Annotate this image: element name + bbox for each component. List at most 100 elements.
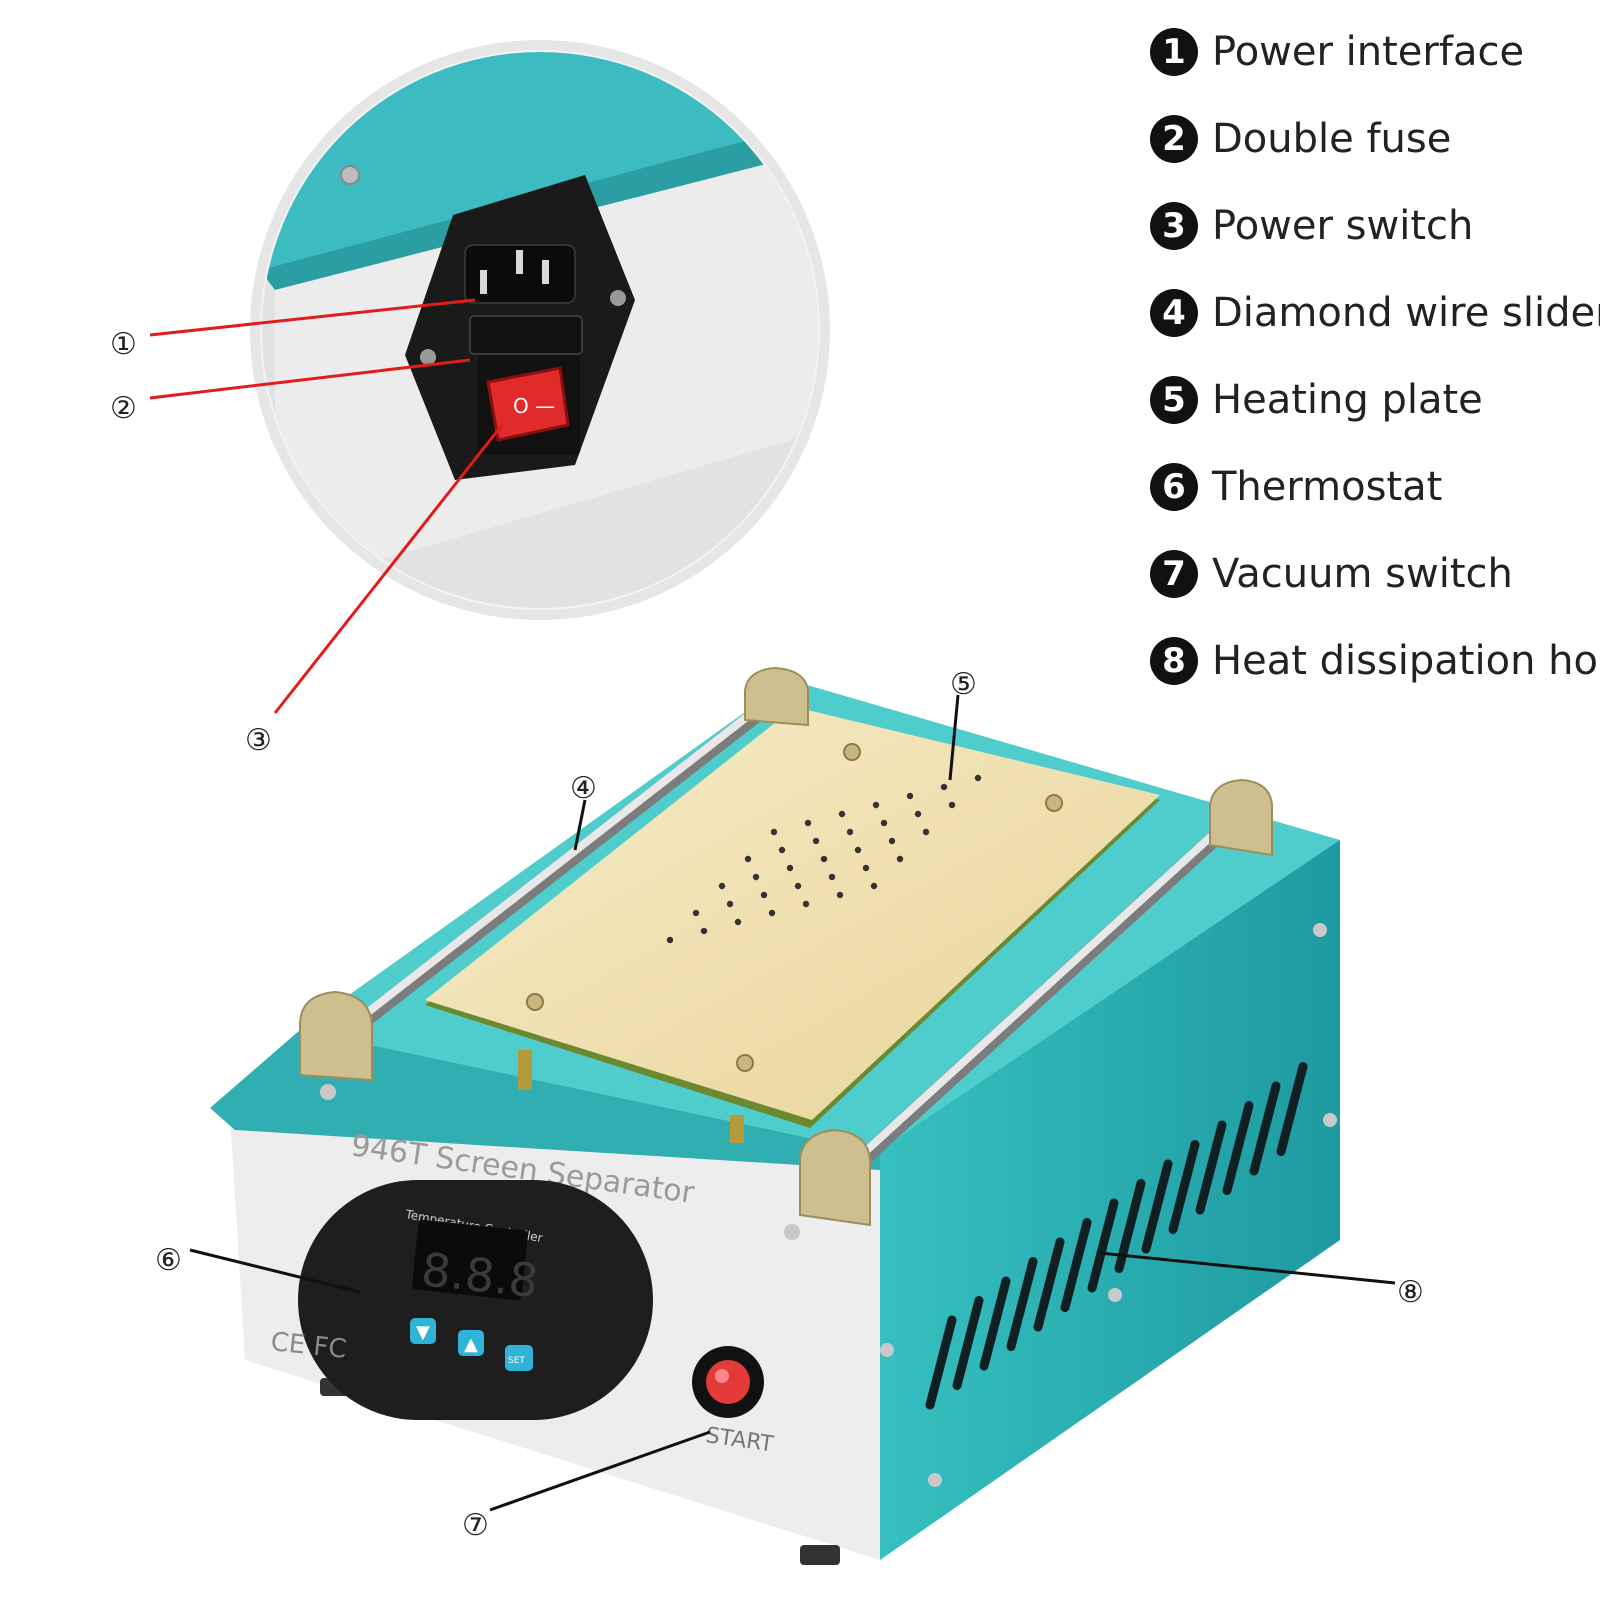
legend-item-double-fuse: 2 Double fuse [1150,95,1590,182]
legend-number: 2 [1150,114,1198,163]
vacuum-hole [888,837,896,845]
down-arrow-icon: ▼ [416,1322,430,1343]
vacuum-hole [666,936,674,944]
vent-slot [1087,1198,1119,1293]
legend-number: 3 [1150,201,1198,250]
legend-number: 6 [1150,462,1198,511]
vacuum-hole [922,828,930,836]
vacuum-hole [872,801,880,809]
vacuum-hole [786,864,794,872]
vacuum-hole [828,873,836,881]
legend-item-power-interface: 1 Power interface [1150,8,1590,95]
vacuum-hole [838,810,846,818]
callout-1: ① [110,327,137,362]
vacuum-hole [906,792,914,800]
legend-item-heating-plate: 5 Heating plate [1150,356,1590,443]
vacuum-hole [812,837,820,845]
legend-label: Thermostat [1212,463,1443,510]
thermostat: Temperature Controller 8.8.8 ▼ ▲ SET [298,1180,653,1420]
vent-slot [1006,1257,1038,1351]
callout-3: ③ [245,723,272,758]
vent-slot [952,1296,984,1390]
vacuum-hole [862,864,870,872]
vent-slot [1276,1062,1308,1156]
vent-slot [1249,1081,1281,1176]
vacuum-hole [940,783,948,791]
vent-slot [1168,1140,1200,1234]
heating-plate [425,707,1160,1143]
legend-item-heat-dissipation-hole: 8 Heat dissipation hole [1150,617,1600,704]
vacuum-hole [778,846,786,854]
legend-number: 5 [1150,375,1198,424]
fuse-holder [469,315,583,355]
vacuum-hole [870,882,878,890]
vent-slot [925,1315,957,1410]
vacuum-hole [914,810,922,818]
legend-number: 1 [1150,27,1198,76]
vacuum-hole [760,891,768,899]
callout-5: ⑤ [950,667,977,702]
vent-slot [1195,1120,1227,1215]
vacuum-hole [880,819,888,827]
callout-lines [149,298,1396,1512]
legend-item-thermostat: 6 Thermostat [1150,443,1590,530]
vacuum-hole [948,801,956,809]
legend-number: 7 [1150,549,1198,598]
legend: 1 Power interface 2 Double fuse 3 Power … [1150,8,1600,704]
legend-number: 8 [1150,636,1198,685]
legend-label: Heating plate [1212,376,1483,423]
legend-item-diamond-wire-slider: 4 Diamond wire slider [1150,269,1600,356]
set-button [505,1345,533,1371]
down-button [410,1318,436,1344]
power-switch: O — [486,366,570,442]
callout-4: ④ [570,771,597,806]
vacuum-hole [718,882,726,890]
legend-label: Heat dissipation hole [1212,637,1600,684]
legend-label: Vacuum switch [1212,550,1513,597]
legend-label: Power interface [1212,28,1525,75]
vacuum-hole [804,819,812,827]
vacuum-hole [726,900,734,908]
vacuum-hole [802,900,810,908]
heat-dissipation-holes [925,1062,1308,1410]
vacuum-hole [896,855,904,863]
callout-numbers: ① ② ③ ④ ⑤ ⑥ ⑦ ⑧ [110,327,1424,1543]
legend-label: Diamond wire slider [1212,289,1600,336]
vacuum-hole [794,882,802,890]
vacuum-hole [692,909,700,917]
vacuum-hole [836,891,844,899]
diamond-wire-slider [299,666,1273,1240]
screen-separator-device: 946T Screen Separator Temperature Contro… [210,666,1340,1565]
zoom-panel: O — [250,40,830,620]
legend-item-power-switch: 3 Power switch [1150,182,1590,269]
legend-number: 4 [1150,288,1198,337]
vacuum-hole [700,927,708,935]
callout-7: ⑦ [462,1508,489,1543]
thermostat-display: 8.8.8 [419,1242,541,1308]
vacuum-hole [734,918,742,926]
up-button [458,1330,484,1356]
svg-text:O —: O — [513,394,555,418]
callout-6: ⑥ [155,1243,182,1278]
svg-text:SET: SET [508,1356,525,1366]
vent-slot [1222,1101,1254,1195]
callout-8: ⑧ [1397,1275,1424,1310]
vacuum-hole [744,855,752,863]
vacuum-hole [974,774,982,782]
vent-slot [1033,1237,1065,1332]
vacuum-hole [854,846,862,854]
vent-slot [1141,1159,1173,1254]
legend-label: Double fuse [1212,115,1452,162]
vacuum-hole [768,909,776,917]
up-arrow-icon: ▲ [464,1334,478,1355]
callout-2: ② [110,391,137,426]
legend-item-vacuum-switch: 7 Vacuum switch [1150,530,1590,617]
legend-label: Power switch [1212,202,1474,249]
vacuum-holes [666,774,982,944]
vacuum-hole [846,828,854,836]
vacuum-hole [752,873,760,881]
vent-slot [979,1276,1011,1371]
vacuum-hole [820,855,828,863]
side-panel [880,840,1340,1560]
